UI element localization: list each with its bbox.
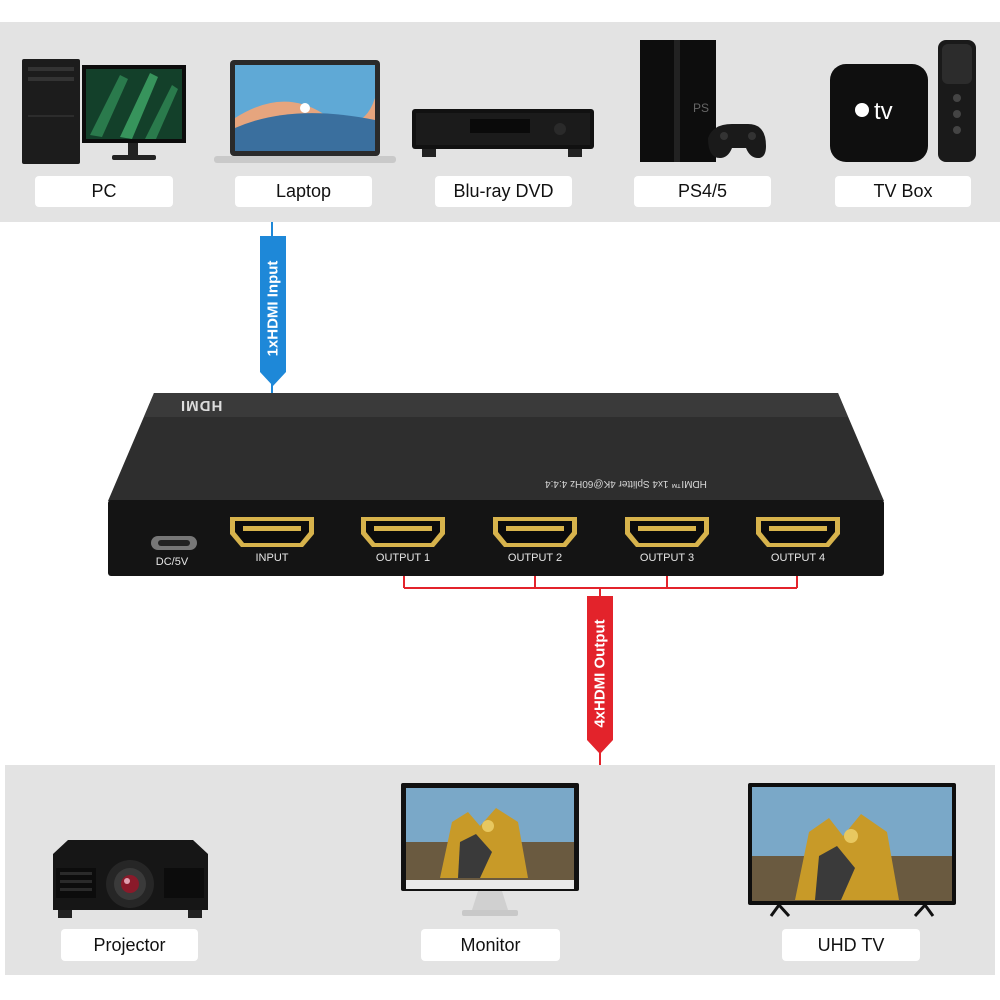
port-label-input: INPUT bbox=[255, 552, 289, 564]
port-label-output-2: OUTPUT 2 bbox=[507, 552, 563, 564]
label-text: Monitor bbox=[460, 934, 521, 955]
tv-box-logo-text: tv bbox=[874, 98, 893, 125]
label-text: Projector bbox=[93, 934, 166, 955]
display-label-projector: Projector bbox=[61, 929, 198, 961]
projector-image bbox=[48, 838, 213, 920]
splitter-top-surface bbox=[108, 393, 884, 501]
label-text: Laptop bbox=[275, 181, 332, 201]
hdmi-port-output-3 bbox=[625, 517, 709, 547]
hdmi-port-output-1 bbox=[361, 517, 445, 547]
svg-text:PS: PS bbox=[693, 101, 709, 115]
source-label-pc: PC bbox=[35, 176, 173, 207]
dc-port-label: DC/5V bbox=[155, 556, 189, 568]
hdmi-port-input bbox=[230, 517, 314, 547]
port-label-output-4: OUTPUT 4 bbox=[770, 552, 826, 564]
splitter-model-text: HDMI™ 1x4 Splitter 4K@60Hz 4:4:4 bbox=[545, 478, 707, 489]
label-text: PS4/5 bbox=[677, 181, 728, 201]
display-label-monitor: Monitor bbox=[421, 929, 560, 961]
label-text: UHD TV bbox=[817, 934, 885, 955]
bluray-player-image bbox=[410, 105, 595, 167]
monitor-image bbox=[400, 782, 580, 918]
input-tag-shape bbox=[260, 236, 286, 386]
output-tag-shape bbox=[587, 596, 613, 754]
display-label-uhd-tv: UHD TV bbox=[782, 929, 920, 961]
input-tag: 1xHDMI Input bbox=[198, 261, 348, 357]
pc-image bbox=[20, 55, 190, 170]
source-label-tvbox: TV Box bbox=[835, 176, 971, 207]
hdmi-port-output-2 bbox=[493, 517, 577, 547]
output-tag-text: 4xHDMI Output bbox=[591, 619, 609, 728]
source-label-laptop: Laptop bbox=[235, 176, 372, 207]
uhd-tv-image bbox=[747, 782, 957, 918]
port-label-output-1: OUTPUT 1 bbox=[375, 552, 431, 564]
label-text: TV Box bbox=[873, 181, 933, 201]
port-label-output-3: OUTPUT 3 bbox=[639, 552, 695, 564]
splitter-hdmi-logo: HDMI bbox=[180, 397, 223, 414]
laptop-image bbox=[212, 58, 397, 168]
source-label-ps: PS4/5 bbox=[634, 176, 771, 207]
label-text: Blu-ray DVD bbox=[453, 181, 554, 201]
game-console-image: PS bbox=[638, 38, 768, 166]
tv-box-image: tv bbox=[828, 38, 978, 164]
dc-port bbox=[151, 536, 197, 550]
label-text: PC bbox=[91, 181, 117, 201]
input-tag-text: 1xHDMI Input bbox=[264, 260, 282, 357]
output-tag: 4xHDMI Output bbox=[525, 619, 675, 727]
hdmi-port-output-4 bbox=[756, 517, 840, 547]
source-label-bluray: Blu-ray DVD bbox=[435, 176, 572, 207]
